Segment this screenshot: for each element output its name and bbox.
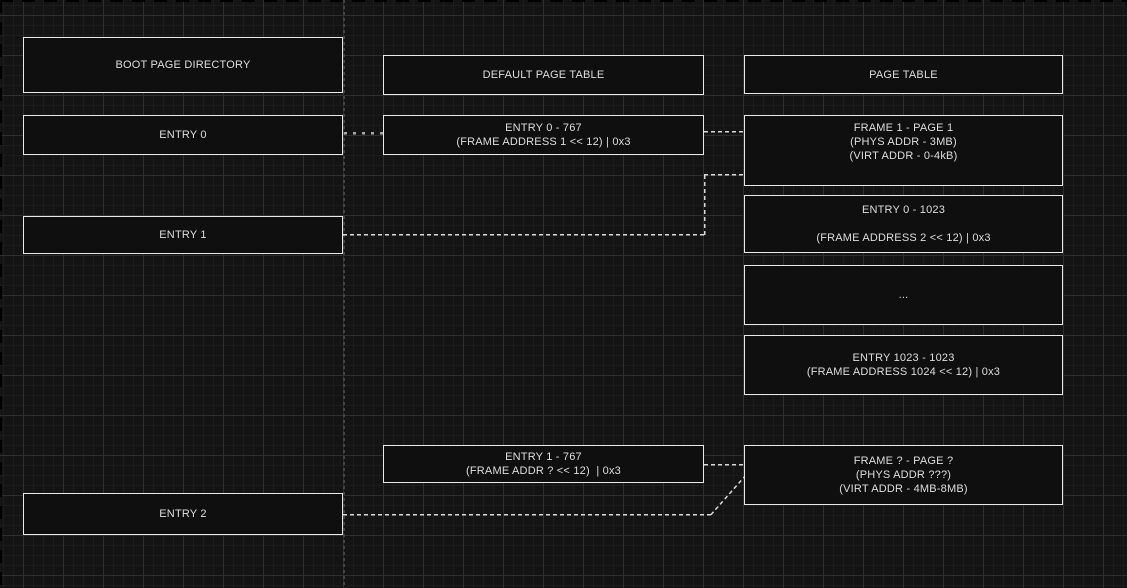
node-label-line: ENTRY 0 - 1023 xyxy=(861,204,946,216)
node-label: ENTRY 0 xyxy=(159,129,207,141)
connector-entry1-horizontal[interactable] xyxy=(343,234,705,236)
node-label-line: (VIRT ADDR - 4MB-8MB) xyxy=(839,483,968,495)
node-label-line: ENTRY 1023 - 1023 xyxy=(852,352,955,364)
connector-default-entry1-to-frame-unknown[interactable] xyxy=(704,464,744,466)
connector-default-entry0-to-frame1[interactable] xyxy=(704,131,744,133)
node-entry-0[interactable]: ENTRY 0 xyxy=(23,115,343,155)
node-label-line: (PHYS ADDR ???) xyxy=(855,469,952,481)
node-label: ... xyxy=(898,289,909,301)
node-label-line: ENTRY 1 - 767 xyxy=(505,451,582,463)
node-default-entry-0-767[interactable]: ENTRY 0 - 767 (FRAME ADDRESS 1 << 12) | … xyxy=(383,115,704,155)
node-label-line: (VIRT ADDR - 0-4kB) xyxy=(849,150,958,162)
page-boundary-top xyxy=(0,0,1127,2)
node-label: ENTRY 1 xyxy=(159,229,207,241)
node-label: PAGE TABLE xyxy=(869,68,938,81)
vertical-dashed-guide xyxy=(343,0,345,588)
node-label-line: (FRAME ADDRESS 1024 << 12) | 0x3 xyxy=(806,366,1001,378)
node-label-line: FRAME 1 - PAGE 1 xyxy=(853,122,954,134)
node-entry-1023-1023[interactable]: ENTRY 1023 - 1023 (FRAME ADDRESS 1024 <<… xyxy=(744,335,1063,395)
node-boot-page-directory-header[interactable]: BOOT PAGE DIRECTORY xyxy=(23,37,343,93)
node-label-line: FRAME ? - PAGE ? xyxy=(853,455,954,467)
connector-entry2-horizontal[interactable] xyxy=(343,514,711,516)
node-default-entry-1-767[interactable]: ENTRY 1 - 767 (FRAME ADDR ? << 12) | 0x3 xyxy=(383,445,704,483)
node-label: ENTRY 2 xyxy=(159,508,207,520)
node-label-line: (FRAME ADDRESS 2 << 12) | 0x3 xyxy=(816,232,991,244)
node-entry-0-1023[interactable]: ENTRY 0 - 1023 (FRAME ADDRESS 2 << 12) |… xyxy=(744,195,1063,253)
node-default-page-table-header[interactable]: DEFAULT PAGE TABLE xyxy=(383,55,704,95)
node-label-line: (FRAME ADDR ? << 12) | 0x3 xyxy=(466,465,621,477)
node-label-line: ENTRY 0 - 767 xyxy=(505,122,582,134)
node-entry-1[interactable]: ENTRY 1 xyxy=(23,216,343,254)
node-label: DEFAULT PAGE TABLE xyxy=(482,69,605,81)
node-frame-1-page-1[interactable]: FRAME 1 - PAGE 1 (PHYS ADDR - 3MB) (VIRT… xyxy=(744,115,1063,186)
node-frame-unknown[interactable]: FRAME ? - PAGE ? (PHYS ADDR ???) (VIRT A… xyxy=(744,445,1063,505)
node-label-line: (FRAME ADDRESS 1 << 12) | 0x3 xyxy=(456,136,631,148)
connector-entry1-vertical[interactable] xyxy=(704,175,706,235)
connector-entry0-to-default-entry0[interactable] xyxy=(344,132,383,135)
connector-entry1-to-frame1[interactable] xyxy=(704,174,744,176)
node-page-table-header[interactable]: PAGE TABLE xyxy=(744,55,1063,94)
node-label: BOOT PAGE DIRECTORY xyxy=(115,59,251,71)
node-entry-2[interactable]: ENTRY 2 xyxy=(23,493,343,535)
connector-entry2-diagonal-to-frame-unknown[interactable] xyxy=(710,476,746,516)
page-boundary-left xyxy=(0,0,2,588)
node-ellipsis[interactable]: ... xyxy=(744,265,1063,325)
node-label-line: (PHYS ADDR - 3MB) xyxy=(850,136,957,148)
